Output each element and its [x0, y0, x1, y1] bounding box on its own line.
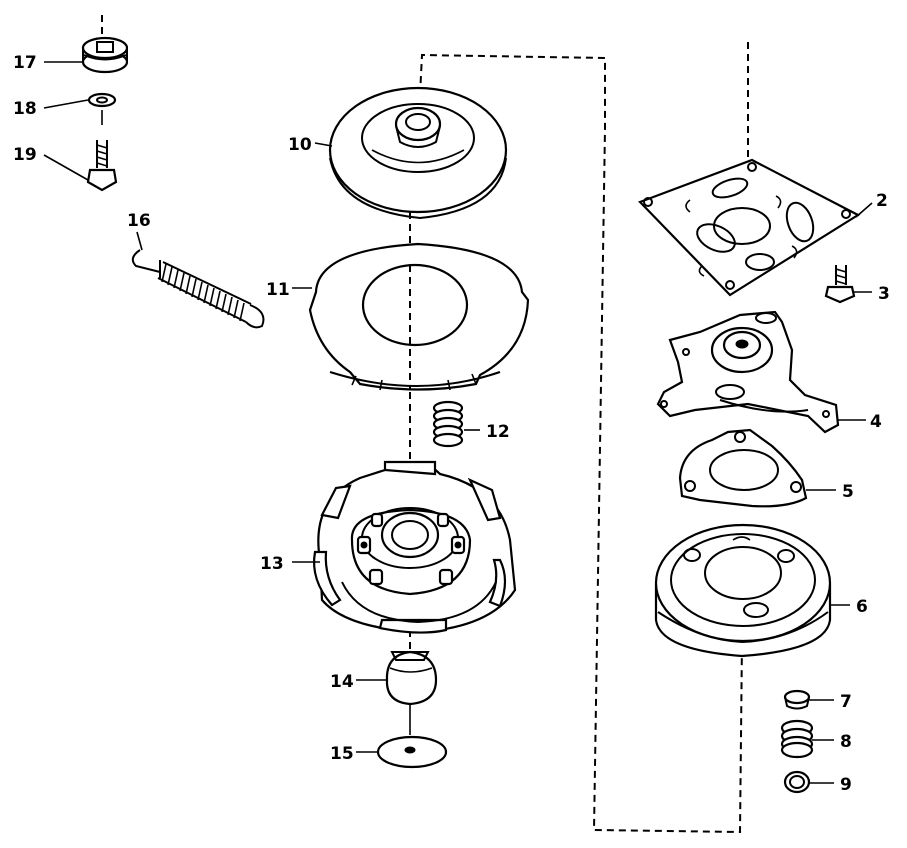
label-19: 19 — [13, 145, 37, 165]
part-6-drum — [654, 523, 832, 658]
part-2-mounting-plate — [638, 158, 861, 297]
part-13-spool-housing — [313, 460, 517, 634]
part-11-line-spool — [308, 242, 530, 391]
label-8: 8 — [840, 732, 852, 752]
part-16-extension-spring — [131, 249, 265, 329]
label-17: 17 — [13, 53, 37, 73]
part-15-washer — [376, 735, 448, 769]
leader-lines — [43, 61, 873, 784]
label-4: 4 — [870, 412, 882, 432]
label-18: 18 — [13, 99, 37, 119]
label-11: 11 — [266, 280, 290, 300]
part-9-ring — [783, 770, 811, 794]
part-5-gasket — [678, 428, 808, 508]
label-13: 13 — [260, 554, 284, 574]
part-19-bolt — [86, 140, 118, 192]
label-14: 14 — [330, 672, 354, 692]
part-10-spool-cover — [328, 86, 508, 220]
part-14-bump-knob — [385, 650, 438, 706]
label-6: 6 — [856, 597, 868, 617]
label-5: 5 — [842, 482, 854, 502]
part-4-hub-bracket — [656, 310, 840, 434]
part-8-spring — [780, 719, 814, 759]
label-10: 10 — [288, 135, 312, 155]
part-labels: 17 18 19 16 10 11 12 13 14 15 2 3 4 5 6 … — [13, 53, 890, 795]
label-2: 2 — [876, 191, 888, 211]
label-15: 15 — [330, 744, 354, 764]
part-12-spring — [432, 400, 464, 448]
part-3-bolt — [824, 265, 856, 304]
label-16: 16 — [127, 211, 151, 231]
part-7-cap — [783, 689, 811, 710]
part-18-washer — [87, 92, 117, 108]
label-7: 7 — [840, 692, 852, 712]
part-17-nut — [81, 36, 129, 74]
label-3: 3 — [878, 284, 890, 304]
label-12: 12 — [486, 422, 510, 442]
label-9: 9 — [840, 775, 852, 795]
